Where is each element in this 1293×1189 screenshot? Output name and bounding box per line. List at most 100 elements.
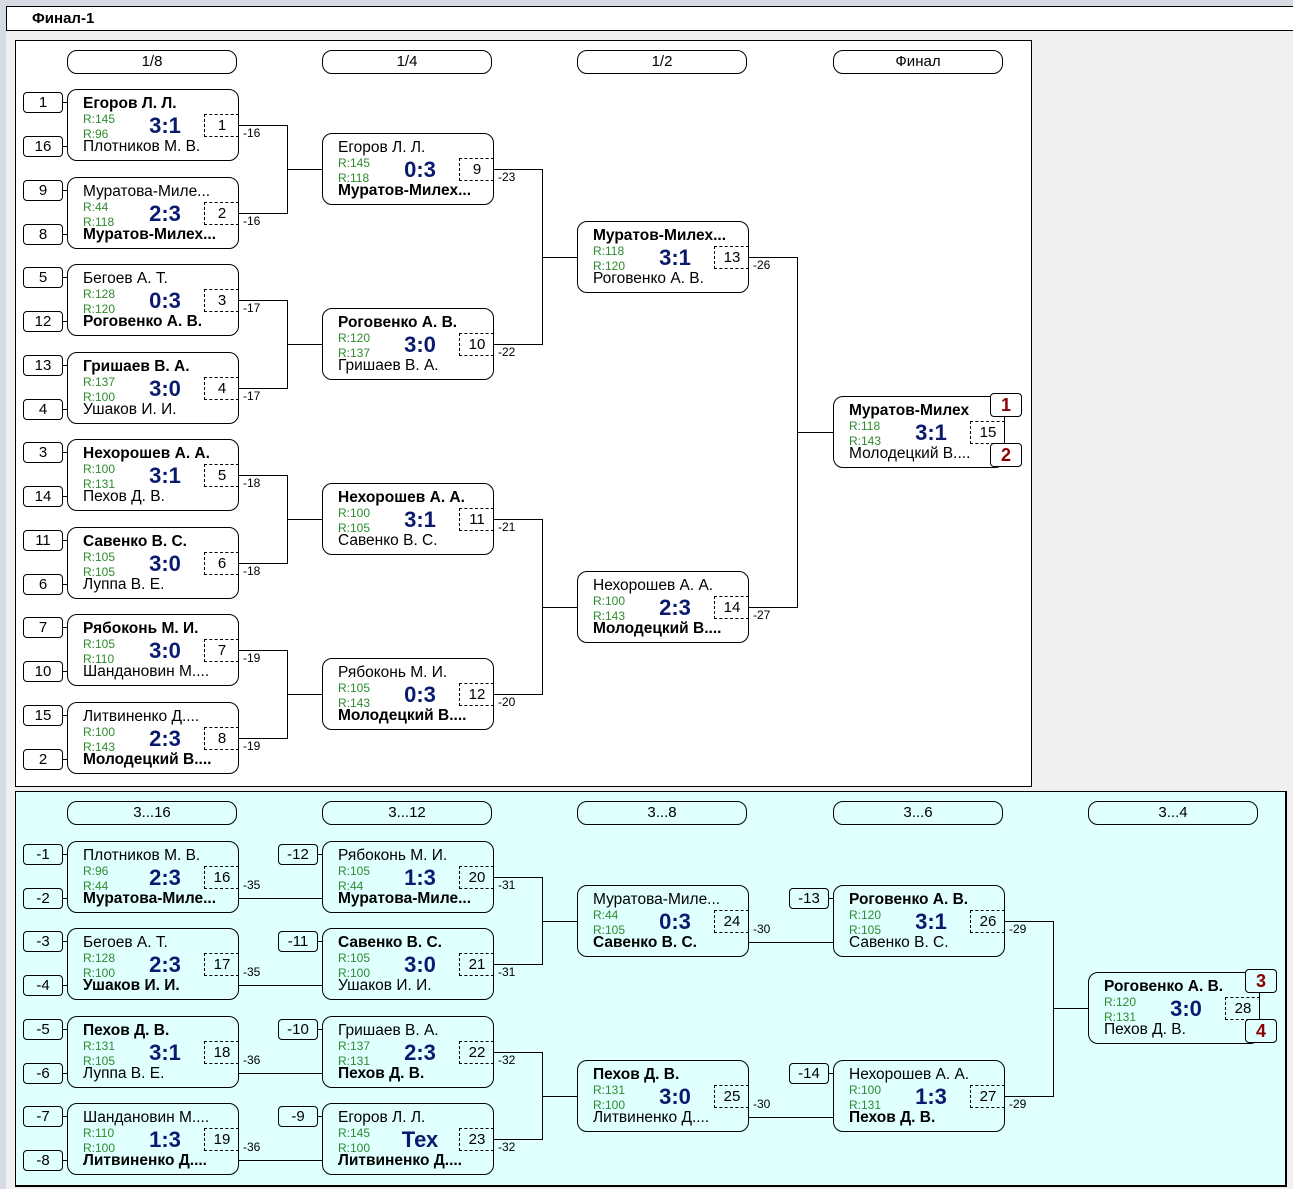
player-bottom-name: Муратова-Миле... [83, 890, 216, 907]
loser-destination: -17 [243, 389, 261, 403]
seed-connector [63, 540, 68, 541]
loser-destination: -16 [243, 126, 261, 140]
player-bottom-name: Ушаков И. И. [338, 977, 432, 994]
connector-line [287, 519, 323, 520]
seed-box: 5 [23, 267, 63, 288]
place-badge: 2 [990, 443, 1022, 467]
match-number: 21 [459, 953, 494, 976]
seed-box: 13 [23, 355, 63, 376]
seed-connector [318, 1116, 323, 1117]
round-header-3-16: 3...16 [67, 801, 237, 825]
seed-box: 3 [23, 442, 63, 463]
connector-line [493, 964, 543, 965]
match-score: 2:3 [149, 726, 181, 751]
connector-line [748, 257, 798, 258]
seed-connector [63, 190, 68, 191]
seed-box: -14 [789, 1063, 829, 1084]
seed-connector [63, 1116, 68, 1117]
player-bottom-rating: R:131 [83, 477, 116, 491]
player-bottom-rating: R:100 [338, 966, 371, 980]
player-top-rating: R:100 [83, 725, 116, 739]
connector-line [1053, 921, 1054, 1097]
main-bracket-panel [15, 40, 1032, 787]
seed-connector [63, 898, 68, 899]
seed-connector [63, 146, 68, 147]
seed-connector [63, 365, 68, 366]
round-header-1-2: 1/2 [577, 50, 747, 74]
player-bottom-rating: R:131 [1104, 1010, 1137, 1024]
match-score: 2:3 [404, 1040, 436, 1065]
seed-connector [63, 496, 68, 497]
round-header-final: Финал [833, 50, 1003, 74]
seed-connector [829, 898, 834, 899]
player-bottom-name: Луппа В. Е. [83, 1065, 165, 1082]
player-top-name: Савенко В. С. [338, 934, 442, 951]
round-header-3-12: 3...12 [322, 801, 492, 825]
player-top-rating: R:100 [593, 594, 626, 608]
connector-line [493, 694, 543, 695]
player-top-name: Пехов Д. В. [593, 1066, 680, 1083]
match-number: 28 [1225, 997, 1260, 1020]
connector-line [748, 942, 834, 943]
player-bottom-name: Савенко В. С. [593, 934, 697, 951]
player-bottom-rating: R:105 [593, 923, 626, 937]
player-bottom-name: Ушаков И. И. [83, 977, 180, 994]
match-number: 25 [714, 1085, 749, 1108]
player-bottom-name: Гришаев В. А. [338, 357, 439, 374]
match-number: 19 [204, 1128, 239, 1151]
seed-box: -10 [278, 1019, 318, 1040]
player-bottom-name: Литвиненко Д.... [593, 1109, 710, 1126]
connector-line [493, 877, 543, 878]
match-number: 24 [714, 910, 749, 933]
player-top-rating: R:105 [338, 864, 371, 878]
match-score: 1:3 [404, 865, 436, 890]
match-number: 15 [970, 421, 1005, 444]
match-score: 3:0 [659, 1084, 691, 1109]
match-score: 2:3 [149, 865, 181, 890]
player-top-rating: R:118 [849, 419, 881, 433]
match-score: 0:3 [149, 288, 181, 313]
loser-destination: -22 [498, 345, 516, 359]
connector-line [1004, 921, 1054, 922]
seed-connector [318, 941, 323, 942]
player-top-rating: R:44 [83, 200, 109, 214]
seed-box: -1 [23, 844, 63, 865]
seed-connector [63, 627, 68, 628]
player-bottom-name: Шандановин М.... [83, 663, 210, 680]
loser-destination: -19 [243, 739, 261, 753]
player-bottom-rating: R:100 [83, 390, 116, 404]
connector-line [748, 607, 798, 608]
player-top-rating: R:145 [338, 1126, 371, 1140]
player-top-name: Гришаев В. А. [338, 1022, 439, 1039]
seed-box: 6 [23, 574, 63, 595]
